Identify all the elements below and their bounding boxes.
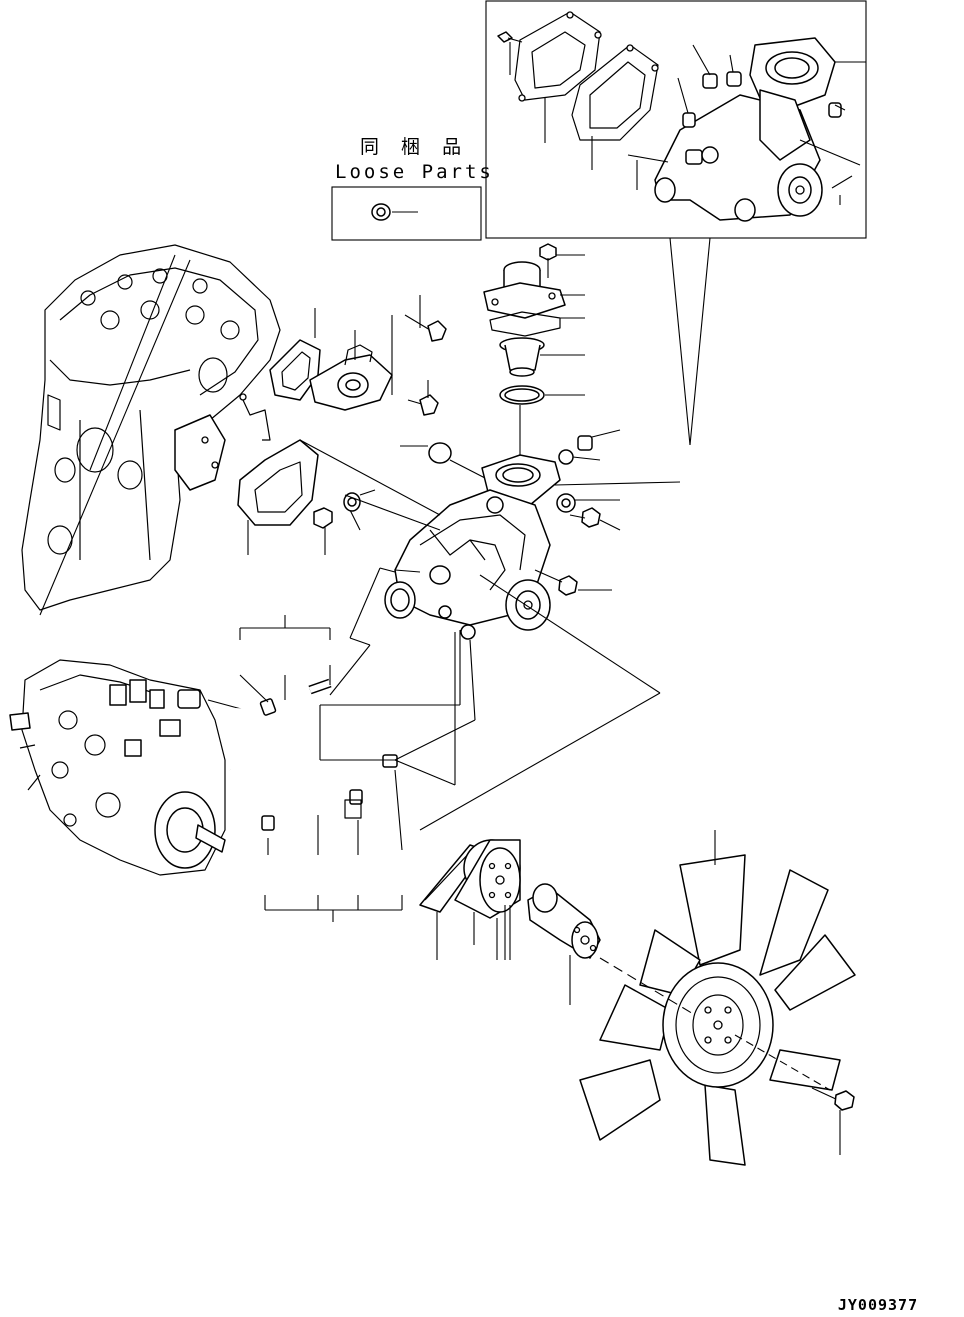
o-ring-icon: [400, 442, 486, 479]
water-pump-icon: [384, 429, 681, 640]
bolt-icon: [313, 295, 447, 529]
thermostat-icon: [483, 243, 585, 460]
engine-block-icon: [21, 244, 319, 616]
hose-icon: [212, 567, 476, 922]
loose-parts-group: 同 梱 品 Loose Parts: [331, 136, 494, 241]
spacer-icon: [527, 883, 601, 1005]
detail-view-box: [485, 0, 867, 239]
detail-callout-lines: [669, 237, 711, 446]
gasket-icon: [269, 339, 393, 411]
drawing-code: JY009377: [838, 1296, 918, 1314]
fan-icon: [579, 830, 856, 1166]
pulley-icon: [419, 839, 521, 960]
loose-parts-box: [331, 186, 482, 241]
fan-bolt-icon: [734, 1034, 855, 1155]
loose-parts-title-jp: 同 梱 品: [360, 136, 469, 158]
assembly-lines: [299, 439, 661, 831]
leader-lines-left: [247, 308, 393, 555]
loose-parts-title-en: Loose Parts: [335, 161, 494, 183]
injection-pump-icon: [9, 659, 246, 876]
